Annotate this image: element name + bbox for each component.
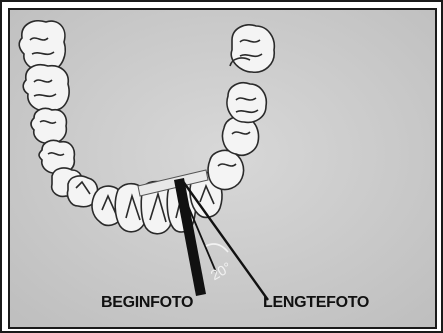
beginfoto-label: BEGINFOTO (101, 294, 193, 312)
lengtefoto-label: LENGTEFOTO (263, 294, 369, 312)
